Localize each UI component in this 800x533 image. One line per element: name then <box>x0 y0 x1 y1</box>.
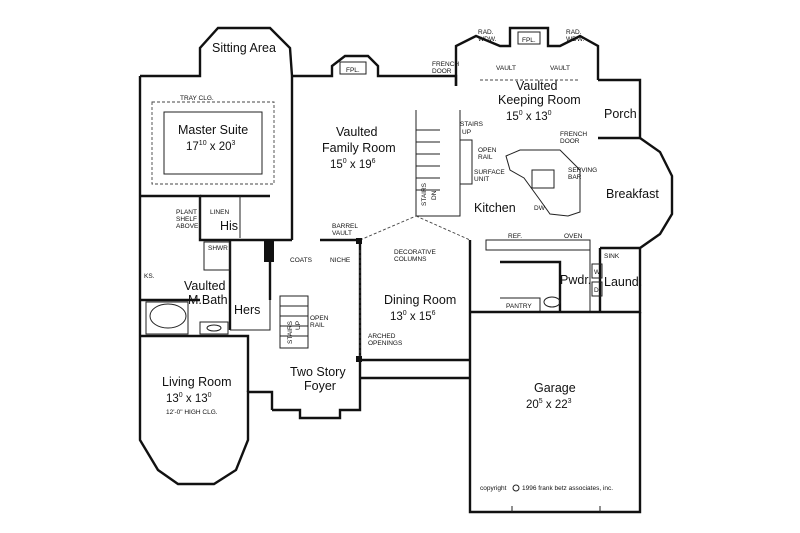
arched-openings-2: OPENINGS <box>368 340 403 347</box>
living-room-dims: 130 x 130 <box>166 392 212 405</box>
w-label: W <box>594 269 601 276</box>
dining-room-label: Dining Room <box>384 293 456 307</box>
oven-label: OVEN <box>564 233 583 240</box>
stairs-foyer-label: STAIRS <box>287 320 294 344</box>
laund-label: Laund. <box>604 275 642 289</box>
shwr-label: SHWR <box>208 245 228 252</box>
living-room-note: 12'-0" HIGH CLG. <box>166 409 218 416</box>
porch-label: Porch <box>604 107 637 121</box>
open-rail-top-2: RAIL <box>478 154 493 161</box>
plant-shelf-2: SHELF <box>176 216 197 223</box>
foyer-line2: Foyer <box>304 379 336 393</box>
garage-label: Garage <box>534 381 576 395</box>
living-room-label: Living Room <box>162 375 231 389</box>
ks-label: KS. <box>144 273 155 280</box>
keeping-room-line1: Vaulted <box>516 79 558 93</box>
decorative-columns-2: COLUMNS <box>394 256 427 263</box>
serving-bar-1: SERVING <box>568 167 597 174</box>
stairs-dn-label: STAIRS <box>421 182 428 206</box>
tub <box>149 303 187 329</box>
ref-label: REF. <box>508 233 522 240</box>
garage-dims: 205 x 223 <box>526 398 572 411</box>
up-top-label: UP <box>462 129 471 136</box>
rad-wdw-left-2: WDW. <box>478 36 497 43</box>
plant-shelf-3: ABOVE <box>176 223 199 230</box>
fpl-family-label: FPL. <box>346 67 360 74</box>
arched-openings-1: ARCHED <box>368 333 396 340</box>
mbath-line1: Vaulted <box>184 279 226 293</box>
open-rail-top-1: OPEN <box>478 147 497 154</box>
surface-unit-2: UNIT <box>474 176 489 183</box>
pantry-label: PANTRY <box>506 303 532 310</box>
vault-left-label: VAULT <box>496 65 516 72</box>
vault-right-label: VAULT <box>550 65 570 72</box>
rad-wdw-right-2: WDW. <box>566 36 585 43</box>
master-suite-label: Master Suite <box>178 123 248 137</box>
tray-ceiling-outline <box>151 101 275 185</box>
tray-clg-label: TRAY CLG. <box>180 95 214 102</box>
decorative-columns-1: DECORATIVE <box>394 249 436 256</box>
his-label: His <box>220 219 238 233</box>
rad-wdw-right-1: RAD. <box>566 29 582 36</box>
up-foyer-label: UP <box>295 321 302 330</box>
dw-label: DW <box>534 205 546 212</box>
keeping-room-line2: Keeping Room <box>498 93 581 107</box>
room-labels: Sitting Area TRAY CLG. Master Suite 1710… <box>162 41 659 416</box>
serving-bar-2: BAR <box>568 174 582 181</box>
dining-room-dims: 130 x 156 <box>390 310 436 323</box>
hers-label: Hers <box>234 303 260 317</box>
plant-shelf-1: PLANT <box>176 209 197 216</box>
copyright-text: 1996 frank betz associates, inc. <box>522 485 613 492</box>
french-door-top-2: DOOR <box>432 68 452 75</box>
rad-wdw-left-1: RAD. <box>478 29 494 36</box>
kitchen-label: Kitchen <box>474 201 516 215</box>
exterior-walls <box>138 26 674 514</box>
interior-walls <box>140 76 602 378</box>
fixtures <box>145 31 603 512</box>
surface-unit-1: SURFACE <box>474 169 505 176</box>
french-door-top-1: FRENCH <box>432 61 459 68</box>
keeping-room-dims: 150 x 130 <box>506 110 552 123</box>
open-rail-foyer-2: RAIL <box>310 322 325 329</box>
copyright-label: copyright <box>480 485 507 492</box>
french-door-porch-2: DOOR <box>560 138 580 145</box>
french-door-porch-1: FRENCH <box>560 131 587 138</box>
breakfast-label: Breakfast <box>606 187 659 201</box>
mbath-line2: M.Bath <box>188 293 228 307</box>
foyer-line1: Two Story <box>290 365 346 379</box>
family-room-dims: 150 x 196 <box>330 158 376 171</box>
niche-label: NICHE <box>330 257 351 264</box>
open-rail-foyer-1: OPEN <box>310 315 329 322</box>
master-suite-dims: 1710 x 203 <box>186 140 236 153</box>
annotation-labels: FPL. FPL. FRENCH DOOR FRENCH DOOR RAD. W… <box>144 29 620 492</box>
sink-label: SINK <box>604 253 620 260</box>
copyright-symbol-icon <box>512 484 520 492</box>
dn-label: DN <box>431 190 438 200</box>
d-label: D <box>594 287 599 294</box>
sitting-area-label: Sitting Area <box>212 41 276 55</box>
family-room-line1: Vaulted <box>336 125 378 139</box>
barrel-vault-1: BARREL <box>332 223 358 230</box>
stairs-up-top-label: STAIRS <box>460 121 484 128</box>
pwdr-label: Pwdr. <box>560 273 591 287</box>
barrel-vault-2: VAULT <box>332 230 352 237</box>
family-room-line2: Family Room <box>322 141 396 155</box>
linen-label: LINEN <box>210 209 229 216</box>
fpl-keeping-label: FPL. <box>522 37 536 44</box>
kitchen-island <box>505 149 581 217</box>
coats-label: COATS <box>290 257 313 264</box>
